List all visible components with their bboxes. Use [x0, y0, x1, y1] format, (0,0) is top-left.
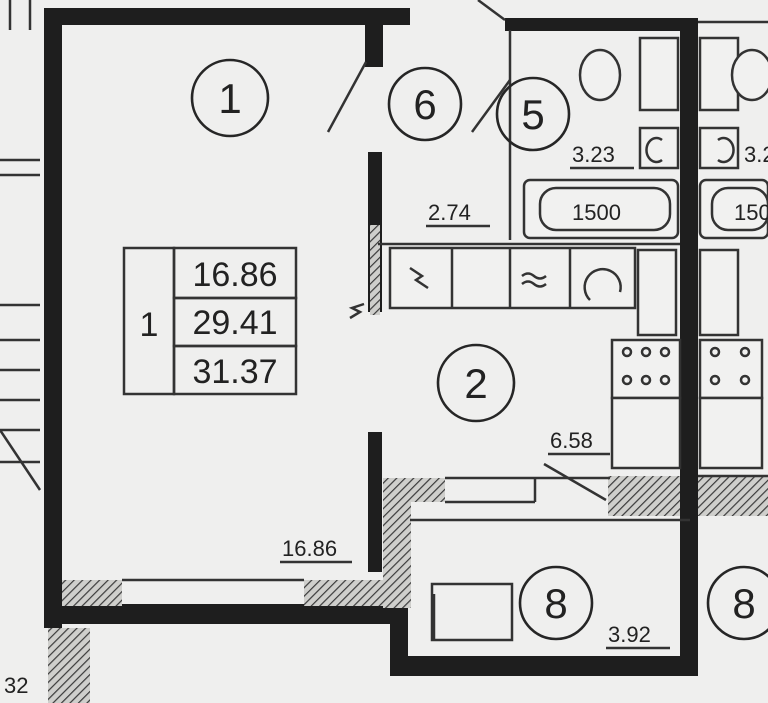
neighbor-area-label: 3.2: [744, 142, 768, 167]
living-area: 16.86: [192, 256, 277, 294]
room-1-area: 16.86: [282, 536, 337, 561]
room-2-area: 6.58: [550, 428, 593, 453]
neighbor-area-label-2: 32: [4, 673, 28, 698]
sink-bowl-icon: [583, 267, 622, 301]
neighbor-room-8-marker: 8: [706, 565, 768, 641]
stove: [610, 248, 764, 470]
room-2-number: 2: [464, 360, 487, 407]
room-5-marker: 5: [495, 76, 571, 152]
bathtub-size-label: 1500: [572, 200, 621, 225]
bathroom-fixtures: [522, 36, 768, 240]
area-labels: 16.86 6.58 3.23 2.74 3.92 1500 3.2 1500 …: [4, 142, 768, 698]
neighbor-bathtub-label: 1500: [734, 200, 768, 225]
room-5-area: 3.23: [572, 142, 615, 167]
kitchen-counter: [388, 246, 637, 310]
outlet-icon: [409, 266, 429, 290]
cistern-icon: [638, 36, 680, 112]
room-2-marker: 2: [436, 343, 516, 423]
neighbor-room-8-number: 8: [732, 580, 755, 627]
storage-unit: [430, 582, 514, 642]
sink-icon: [521, 272, 547, 288]
hatched-walls: [48, 225, 768, 703]
door-swings: [326, 61, 607, 502]
room-6-number: 6: [413, 81, 436, 128]
room-8-area: 3.92: [608, 622, 651, 647]
room-6-area: 2.74: [428, 200, 471, 225]
stairwell: [0, 0, 42, 491]
room-5-number: 5: [521, 91, 544, 138]
total-area: 29.41: [192, 304, 277, 342]
partitions: [122, 0, 768, 582]
rooms-count: 1: [140, 306, 159, 344]
total-area-with-balcony: 31.37: [192, 353, 277, 391]
apartment-summary: 1 16.86 29.41 31.37: [122, 246, 298, 396]
room-1-marker: 1: [190, 58, 270, 138]
room-8-marker: 8: [518, 565, 594, 641]
room-8-number: 8: [544, 580, 567, 627]
room-6-marker: 6: [387, 66, 463, 142]
toilet-icon: [578, 48, 622, 102]
room-1-number: 1: [218, 75, 241, 122]
